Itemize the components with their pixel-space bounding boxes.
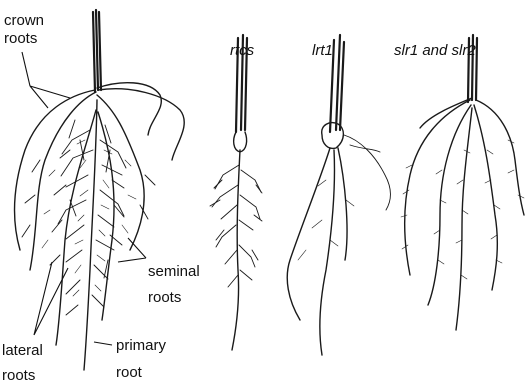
lrt1-root-system (287, 35, 390, 355)
slr-root (456, 108, 472, 330)
primary-root-label-line1: primary (116, 337, 167, 354)
seminal-roots-label-line2: roots (148, 289, 181, 306)
wild-type-root-system (15, 10, 185, 370)
lrt1-root (350, 145, 380, 152)
slr-root (474, 105, 497, 290)
slr-label: slr1 and slr2 (394, 42, 476, 59)
crown-root (30, 92, 96, 270)
crown-roots-label-line1: crown (4, 12, 44, 29)
slr-root-system (401, 35, 524, 330)
fine-lateral-roots (42, 140, 136, 296)
slr-root (428, 105, 471, 305)
crown-root (97, 95, 144, 250)
lrt1-root (338, 148, 347, 260)
rtcs-root-system (210, 35, 262, 350)
slr-root (476, 100, 524, 215)
seminal-roots-leader (118, 238, 146, 262)
crown-roots-leader (22, 52, 70, 108)
lrt1-fine-roots (298, 180, 354, 260)
seminal-roots-label-line1: seminal (148, 263, 200, 280)
lateral-roots-label-line1: lateral (2, 342, 43, 359)
lrt1-crown (322, 123, 344, 149)
seminal-root (56, 110, 96, 345)
wild-type-stem (93, 10, 101, 92)
rtcs-crown (234, 132, 247, 152)
lrt1-root (344, 135, 390, 210)
seminal-root (98, 112, 114, 320)
lrt1-root (320, 150, 335, 355)
slr-root (405, 100, 470, 275)
lrt1-root (287, 148, 330, 320)
primary-root (84, 100, 97, 370)
primary-root-label-line2: root (116, 364, 143, 381)
crown-root (97, 83, 161, 135)
rtcs-primary-root (232, 150, 240, 350)
rtcs-label: rtcs (230, 42, 255, 59)
crown-root (98, 89, 184, 160)
primary-root-leader (94, 342, 112, 345)
rtcs-lateral-roots (210, 165, 262, 287)
lateral-roots-label-line2: roots (2, 367, 35, 384)
lrt1-label: lrt1 (312, 42, 333, 59)
crown-roots-label-line2: roots (4, 30, 37, 47)
